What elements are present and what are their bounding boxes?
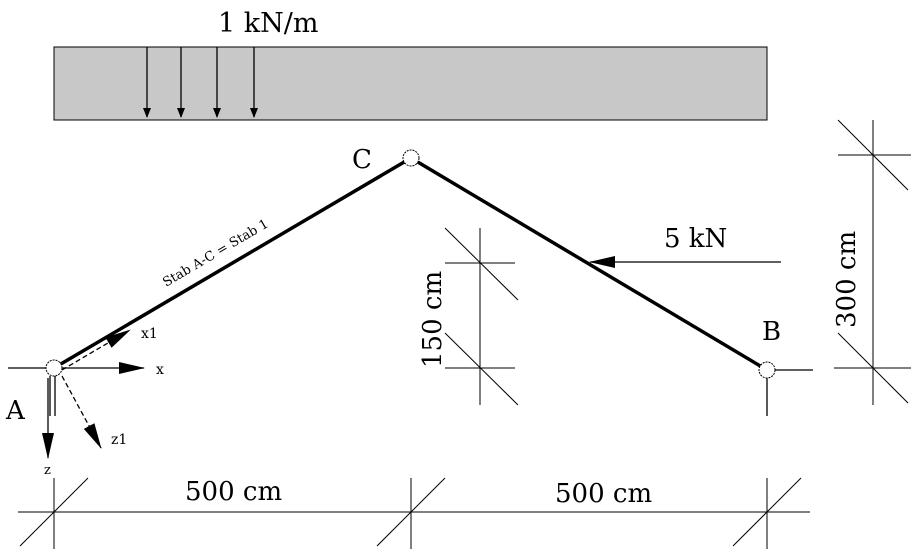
- z1-axis-label: z1: [111, 432, 127, 448]
- left-span-dimension: 500 cm: [185, 477, 282, 507]
- right-vertical-dimension: [834, 119, 911, 405]
- node-b-label: B: [762, 317, 781, 347]
- hinge-c: [402, 149, 420, 167]
- distributed-load: 1 kN/m: [53, 8, 768, 121]
- node-c-label: C: [352, 145, 372, 175]
- x-axis-label: x: [156, 362, 164, 378]
- support-lines: [8, 367, 813, 416]
- x1-axis-arrow: [61, 329, 131, 371]
- node-a-label: A: [5, 396, 26, 426]
- right-span-dimension: 500 cm: [555, 479, 652, 509]
- point-load-label: 5 kN: [664, 224, 727, 254]
- member-label: Stab A-C = Stab 1: [160, 217, 271, 291]
- x1-axis-label: x1: [141, 326, 158, 342]
- member-c-b: [410, 156, 768, 372]
- member-a-c: [53, 156, 412, 370]
- horizontal-dimension: [18, 477, 810, 549]
- z-axis-label: z: [44, 463, 51, 478]
- hinge-b: [758, 361, 776, 379]
- members: [53, 156, 768, 372]
- z1-axis-arrow: [61, 375, 102, 449]
- hinge-a: [45, 359, 63, 377]
- mid-vertical-dimension: [444, 227, 519, 406]
- height-mid-dimension: 150 cm: [418, 271, 448, 368]
- load-label: 1 kN/m: [218, 8, 318, 39]
- load-arrows: [143, 47, 258, 118]
- coordinate-axes: [42, 329, 145, 459]
- load-band: [53, 46, 768, 121]
- height-total-dimension: 300 cm: [832, 231, 862, 328]
